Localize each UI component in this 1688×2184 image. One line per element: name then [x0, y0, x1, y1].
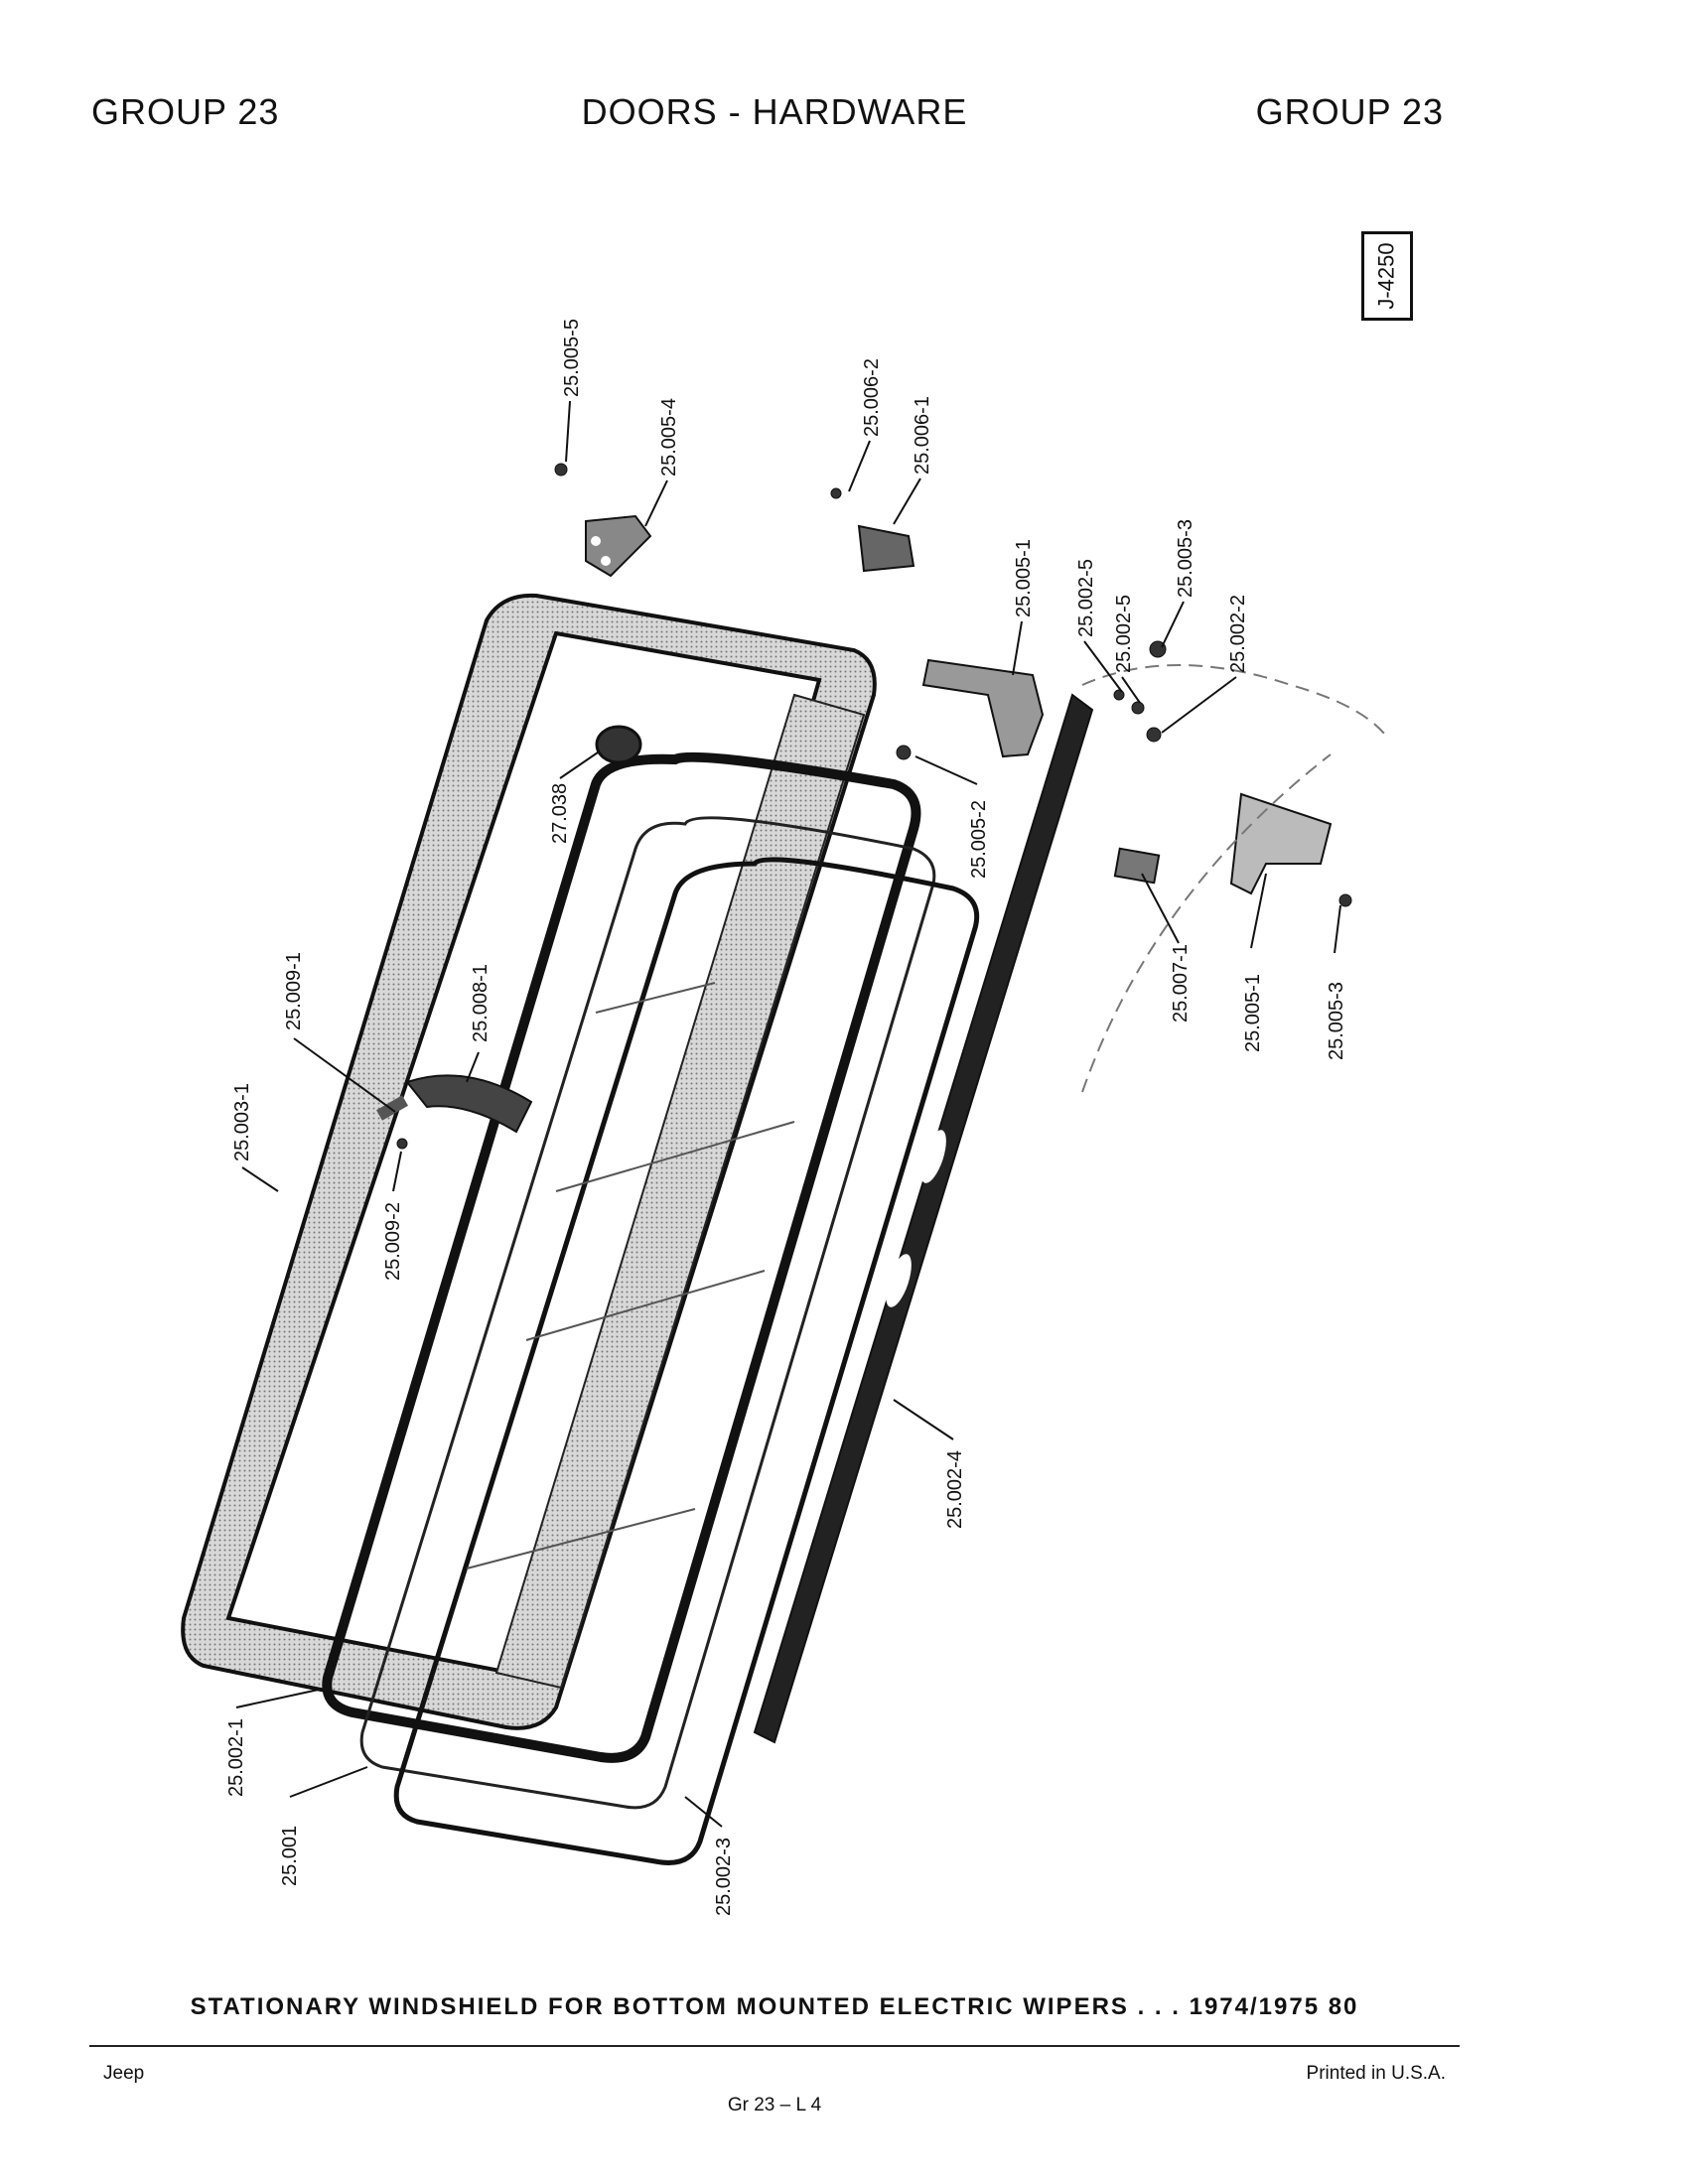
callout-label: 25.005-3: [1175, 519, 1196, 598]
callout-label: 25.007-1: [1170, 944, 1192, 1023]
callout-label: 25.001: [279, 1826, 301, 1886]
callout-label: 25.005-5: [561, 319, 583, 397]
upper-hinge-bracket: [585, 514, 652, 578]
callout-label: 25.002-5: [1075, 559, 1097, 637]
footer-printed: Printed in U.S.A.: [1306, 2063, 1446, 2084]
body-outline: [1081, 664, 1386, 1093]
callout-label: 27.038: [549, 783, 571, 844]
callout-label: 25.005-4: [658, 398, 680, 477]
windshield-hinge-upper: [921, 658, 1045, 758]
callout-label: 25.002-1: [225, 1718, 247, 1797]
frame-bracket: [405, 1074, 533, 1134]
callout-label: 25.009-1: [283, 952, 305, 1030]
glass-outer-seal: [393, 857, 980, 1865]
screw-fasteners: [396, 463, 1352, 1150]
windshield-seal: [322, 751, 921, 1763]
windshield-glass: [359, 816, 936, 1810]
figure-caption: STATIONARY WINDSHIELD FOR BOTTOM MOUNTED…: [190, 1993, 1359, 2020]
frame-center-channel: [494, 693, 866, 1690]
callout-label: 25.008-1: [470, 964, 492, 1042]
callout-label: 25.006-2: [861, 358, 883, 437]
page-number: Gr 23 – L 4: [727, 2095, 822, 2116]
callout-label: 25.009-2: [382, 1202, 404, 1281]
callout-label: 25.006-1: [912, 396, 933, 475]
upper-latch-bracket: [857, 524, 915, 573]
callout-label: 25.002-4: [944, 1450, 966, 1529]
grommet: [595, 725, 642, 764]
callout-label: 25.005-2: [968, 800, 990, 879]
callout-label: 25.005-1: [1013, 539, 1035, 617]
retaining-clip: [376, 1095, 408, 1121]
callout-label: 25.005-3: [1326, 982, 1347, 1060]
callout-label: 25.002-3: [713, 1838, 735, 1916]
hinge-plate: [1113, 847, 1161, 885]
callout-label: 25.002-2: [1227, 595, 1249, 673]
plate-id-box: J-4250: [1361, 231, 1413, 321]
group-label-left: GROUP 23: [91, 91, 280, 132]
footer-rule: [89, 2045, 1460, 2047]
callout-labels: 25.005-5 25.005-4 25.006-2 25.006-1 25.0…: [225, 319, 1347, 1916]
footer-brand: Jeep: [103, 2063, 145, 2084]
side-reveal-molding: [753, 693, 1094, 1744]
section-title: DOORS - HARDWARE: [581, 91, 968, 132]
glass-reflection-lines: [466, 982, 795, 1570]
leader-lines: [235, 400, 1341, 1828]
callout-label: 25.005-1: [1242, 974, 1264, 1052]
callout-label: 25.002-5: [1113, 595, 1135, 673]
body-hinge: [1229, 792, 1333, 895]
callout-label: 25.003-1: [231, 1083, 253, 1161]
group-label-right: GROUP 23: [1255, 91, 1444, 132]
